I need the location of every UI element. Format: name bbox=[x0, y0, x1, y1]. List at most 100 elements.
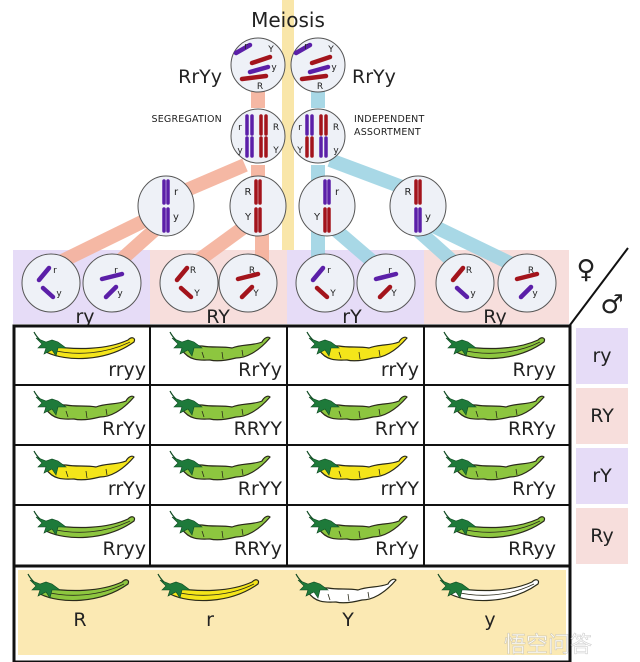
stem-icon bbox=[27, 573, 35, 583]
punnett-pod bbox=[306, 510, 408, 541]
pod-seam bbox=[201, 408, 244, 419]
legend-allele-label: r bbox=[206, 609, 214, 631]
chromosome bbox=[518, 284, 534, 300]
calyx-icon bbox=[445, 456, 477, 476]
allele-label: R bbox=[333, 123, 339, 133]
stem-icon bbox=[443, 510, 451, 520]
allele-label: Y bbox=[267, 45, 274, 55]
genotype-label: RrYy bbox=[512, 478, 556, 500]
chromosome bbox=[454, 285, 470, 300]
stem-icon bbox=[33, 331, 41, 341]
pod-body bbox=[318, 336, 408, 362]
stem-icon bbox=[169, 390, 177, 400]
stem-icon bbox=[295, 573, 303, 583]
gamete-cell bbox=[82, 253, 142, 313]
calyx-icon bbox=[308, 337, 340, 357]
male-band-rY bbox=[576, 448, 628, 504]
allele-label: r bbox=[335, 187, 340, 198]
stem-icon bbox=[33, 450, 41, 460]
allele-label: R bbox=[405, 187, 412, 198]
pod-body bbox=[318, 395, 408, 421]
metaphase-cell bbox=[230, 108, 286, 164]
genotype-label: RrYY bbox=[238, 478, 283, 500]
legend-allele-label: y bbox=[484, 609, 495, 631]
stem-icon bbox=[157, 573, 165, 583]
pod-seam bbox=[65, 408, 108, 419]
pod-seam bbox=[461, 341, 541, 354]
male-gamete-label: ry bbox=[592, 345, 611, 367]
chromosome bbox=[293, 42, 313, 56]
legend-allele-label: Y bbox=[341, 609, 354, 631]
punnett-pod bbox=[33, 450, 135, 481]
pod-body bbox=[181, 395, 271, 421]
stem-icon bbox=[169, 450, 177, 460]
gamete-cell bbox=[497, 253, 557, 313]
gamete-cell bbox=[356, 253, 416, 313]
pod-body bbox=[45, 395, 135, 421]
allele-label: Y bbox=[327, 45, 334, 55]
pod-seam bbox=[45, 583, 125, 596]
gamete-cell bbox=[435, 253, 495, 313]
allele-label: r bbox=[244, 42, 248, 52]
allele-label: y bbox=[56, 289, 62, 299]
chromosome bbox=[40, 285, 56, 300]
allele-label: Y bbox=[390, 289, 397, 299]
pod-seam bbox=[51, 520, 131, 533]
allele-label: r bbox=[298, 123, 302, 133]
allele-label: R bbox=[528, 266, 534, 276]
genotype-label: RrYy bbox=[102, 418, 146, 440]
chromosome bbox=[174, 265, 190, 283]
segregation-label: SEGREGATION bbox=[151, 114, 222, 125]
pod-body bbox=[455, 455, 545, 481]
gamete-cell bbox=[21, 253, 81, 313]
male-band-Ry bbox=[576, 508, 628, 564]
chromosome bbox=[307, 64, 331, 75]
calyx-icon bbox=[308, 516, 340, 536]
allele-label: Y bbox=[252, 289, 259, 299]
pod-body bbox=[455, 395, 545, 421]
calyx-icon bbox=[35, 396, 67, 416]
legend-background bbox=[18, 570, 566, 655]
male-gamete-label: Ry bbox=[590, 525, 613, 547]
chromosome bbox=[309, 54, 333, 66]
punnett-pod bbox=[169, 390, 271, 421]
genotype-label: rrYY bbox=[380, 478, 419, 500]
female-gamete-labels: ry RY rY Ry bbox=[75, 306, 506, 328]
calyx-icon bbox=[445, 337, 477, 357]
chromosome bbox=[36, 265, 52, 283]
allele-label: y bbox=[173, 212, 179, 223]
calyx-icon bbox=[171, 396, 203, 416]
calyx-icon bbox=[308, 456, 340, 476]
stem-icon bbox=[443, 450, 451, 460]
genotype-label: RRYY bbox=[234, 418, 283, 440]
meiosis-I-cell bbox=[298, 175, 356, 237]
stem-icon bbox=[33, 510, 41, 520]
calyx-icon bbox=[35, 337, 67, 357]
calyx-icon bbox=[171, 337, 203, 357]
male-band-RY bbox=[576, 388, 628, 444]
punnett-pod bbox=[443, 390, 545, 421]
genotype-label: RrYY bbox=[375, 418, 420, 440]
pod-seam bbox=[338, 528, 381, 539]
allele-label: R bbox=[317, 82, 323, 92]
stem-icon bbox=[169, 510, 177, 520]
meiosis-path bbox=[327, 153, 413, 197]
pod-seam bbox=[461, 520, 541, 533]
calyx-icon bbox=[297, 579, 329, 599]
legend-allele-label: R bbox=[73, 609, 86, 631]
pod-body bbox=[449, 579, 540, 602]
meiosis-I-cell bbox=[137, 175, 195, 237]
parent-right-genotype: RrYy bbox=[352, 66, 396, 88]
pod-seam bbox=[201, 528, 244, 539]
allele-label: y bbox=[470, 289, 476, 299]
allele-label: y bbox=[271, 63, 277, 73]
punnett-pod bbox=[169, 510, 271, 541]
chromosome bbox=[249, 54, 273, 66]
chromosome bbox=[233, 42, 253, 56]
stem-icon bbox=[306, 450, 314, 460]
genotype-label: RRYy bbox=[234, 538, 282, 560]
